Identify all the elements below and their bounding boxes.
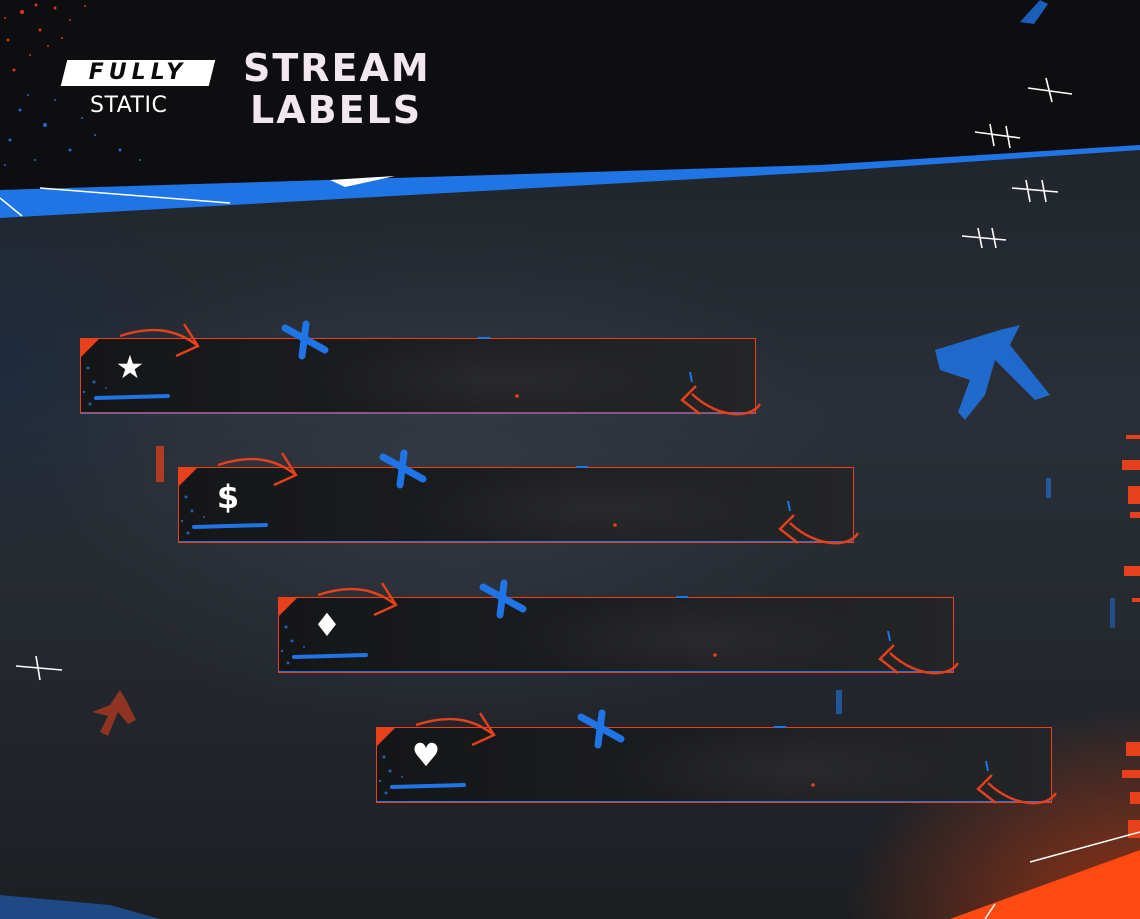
heart-icon: ♥: [411, 736, 441, 774]
stream-label-bar-4: [376, 727, 1052, 803]
brand-logo-bottom: STATIC: [90, 93, 168, 118]
dollar-icon: $: [216, 478, 240, 516]
stream-label-bar-1: [80, 338, 756, 414]
stream-label-bar-2: [178, 467, 854, 543]
page-title-line-2: LABELS: [250, 88, 423, 132]
brand-logo-top: FULLY: [88, 60, 188, 85]
page-title-line-1: STREAM: [243, 46, 431, 90]
star-icon: ★: [115, 348, 145, 386]
stream-label-bar-3: [278, 597, 954, 673]
diamond-icon: ♦: [312, 606, 342, 644]
